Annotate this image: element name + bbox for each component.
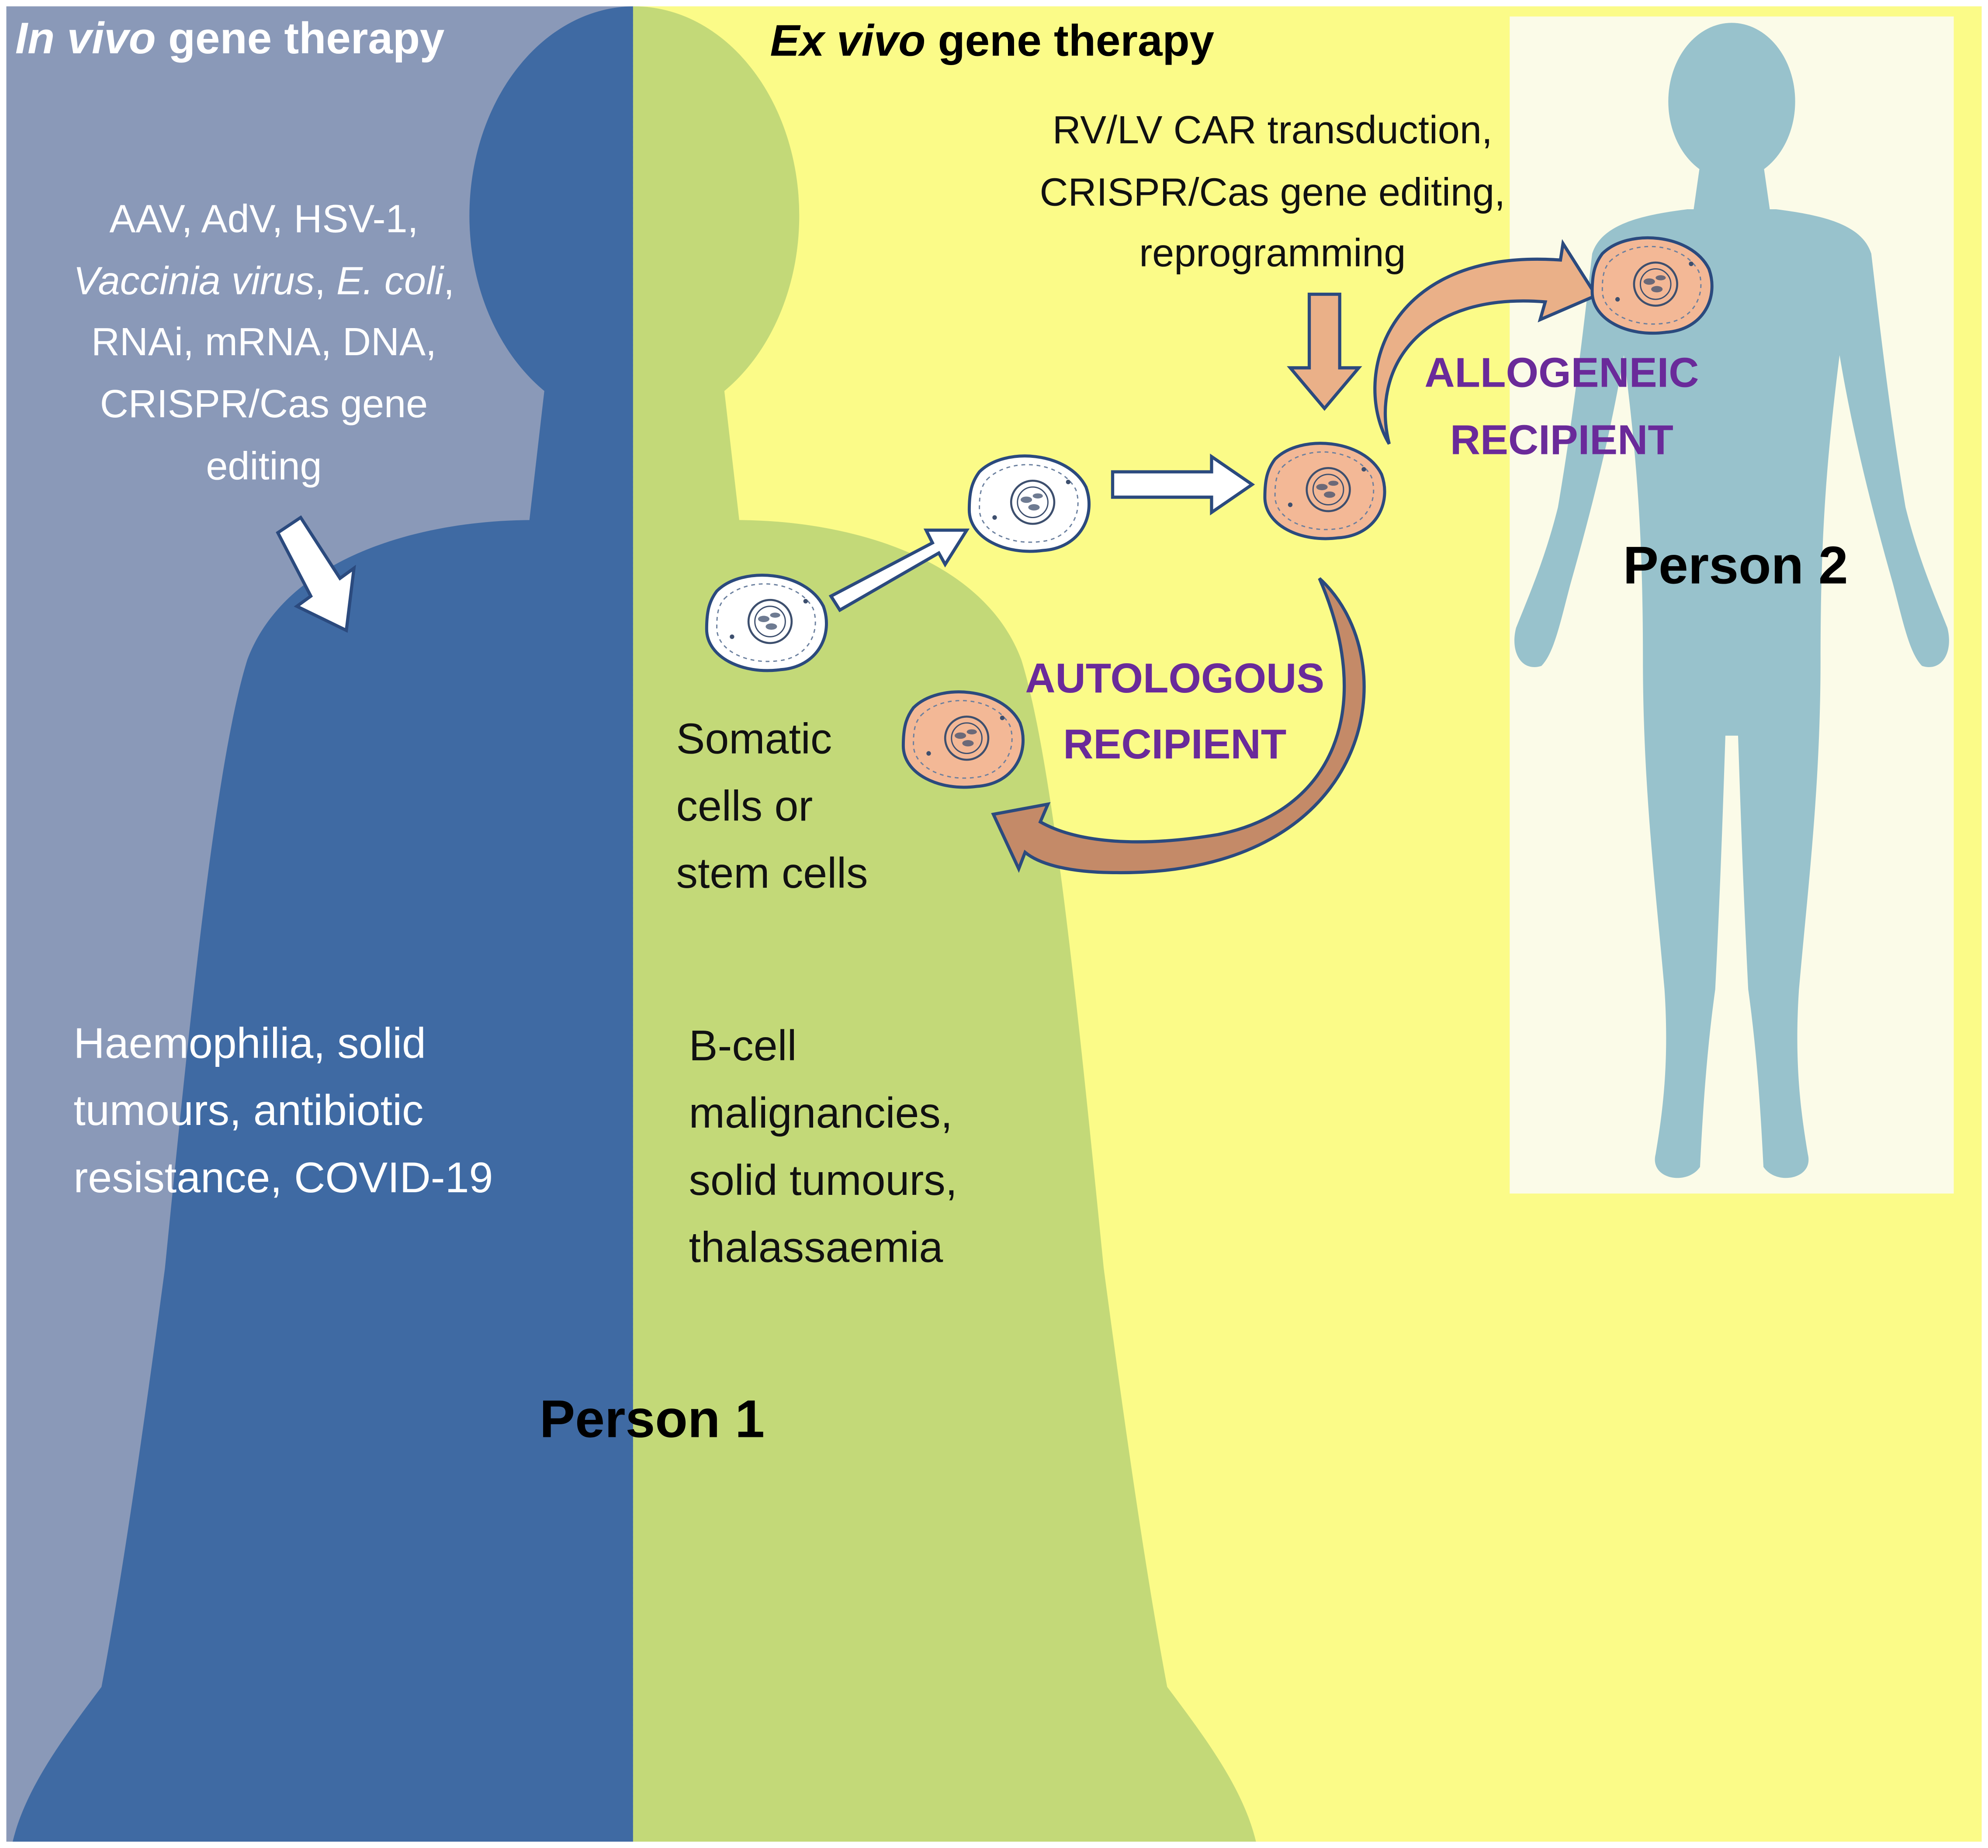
somatic-cell bbox=[707, 575, 826, 671]
svg-text:thalassaemia: thalassaemia bbox=[689, 1223, 943, 1271]
extracted-to-modified-arrow bbox=[1111, 453, 1255, 516]
svg-text:CRISPR/Cas gene editing,: CRISPR/Cas gene editing, bbox=[1040, 170, 1506, 214]
autologous-recipient-label: AUTOLOGOUS RECIPIENT bbox=[1025, 655, 1324, 768]
svg-text:editing: editing bbox=[206, 444, 322, 488]
in-vivo-vectors: AAV, AdV, HSV-1, Vaccinia virus, E. coli… bbox=[73, 197, 454, 488]
ex-vivo-title: Ex vivo gene therapy bbox=[770, 16, 1215, 66]
allogeneic-arrow bbox=[1373, 239, 1599, 445]
svg-text:cells or: cells or bbox=[676, 782, 813, 830]
svg-text:RECIPIENT: RECIPIENT bbox=[1063, 721, 1286, 768]
autologous-cell bbox=[903, 692, 1023, 787]
extracted-cell bbox=[969, 456, 1089, 551]
svg-text:resistance, COVID-19: resistance, COVID-19 bbox=[73, 1153, 493, 1201]
somatic-cells-label: Somatic cells or stem cells bbox=[676, 715, 868, 897]
svg-text:RV/LV CAR transduction,: RV/LV CAR transduction, bbox=[1053, 108, 1493, 152]
svg-text:reprogramming: reprogramming bbox=[1139, 232, 1406, 275]
svg-text:Haemophilia, solid: Haemophilia, solid bbox=[73, 1019, 426, 1067]
cells-to-extracted-arrow bbox=[828, 528, 970, 613]
in-vivo-arrow bbox=[276, 515, 356, 633]
svg-text:AUTOLOGOUS: AUTOLOGOUS bbox=[1025, 655, 1324, 702]
svg-text:CRISPR/Cas gene: CRISPR/Cas gene bbox=[100, 382, 428, 426]
svg-text:RNAi, mRNA, DNA,: RNAi, mRNA, DNA, bbox=[91, 320, 436, 364]
in-vivo-title: In vivo gene therapy bbox=[15, 13, 445, 63]
svg-text:stem cells: stem cells bbox=[676, 849, 868, 897]
svg-text:malignancies,: malignancies, bbox=[689, 1089, 953, 1137]
modification-arrow bbox=[1287, 292, 1362, 411]
svg-text:Somatic: Somatic bbox=[676, 715, 832, 763]
allogeneic-cell bbox=[1592, 238, 1712, 333]
allogeneic-recipient-label: ALLOGENEIC RECIPIENT bbox=[1424, 349, 1699, 463]
person2-silhouette bbox=[1514, 23, 1949, 1178]
svg-text:B-cell: B-cell bbox=[689, 1021, 797, 1069]
in-vivo-diseases: Haemophilia, solid tumours, antibiotic r… bbox=[73, 1019, 493, 1201]
autologous-arrow bbox=[991, 577, 1366, 875]
svg-text:RECIPIENT: RECIPIENT bbox=[1450, 416, 1673, 463]
person1-silhouette bbox=[13, 6, 1256, 1842]
svg-text:AAV, AdV, HSV-1,: AAV, AdV, HSV-1, bbox=[109, 197, 418, 241]
svg-text:solid tumours,: solid tumours, bbox=[689, 1156, 957, 1204]
person1-label: Person 1 bbox=[540, 1389, 765, 1448]
svg-text:tumours, antibiotic: tumours, antibiotic bbox=[73, 1086, 423, 1134]
modified-cell bbox=[1265, 443, 1385, 539]
ex-vivo-methods: RV/LV CAR transduction, CRISPR/Cas gene … bbox=[1040, 108, 1506, 275]
person2-label: Person 2 bbox=[1623, 535, 1848, 595]
svg-text:ALLOGENEIC: ALLOGENEIC bbox=[1424, 349, 1699, 396]
svg-text:Vaccinia virus, E. coli,: Vaccinia virus, E. coli, bbox=[73, 260, 454, 303]
ex-vivo-diseases: B-cell malignancies, solid tumours, thal… bbox=[689, 1021, 957, 1271]
